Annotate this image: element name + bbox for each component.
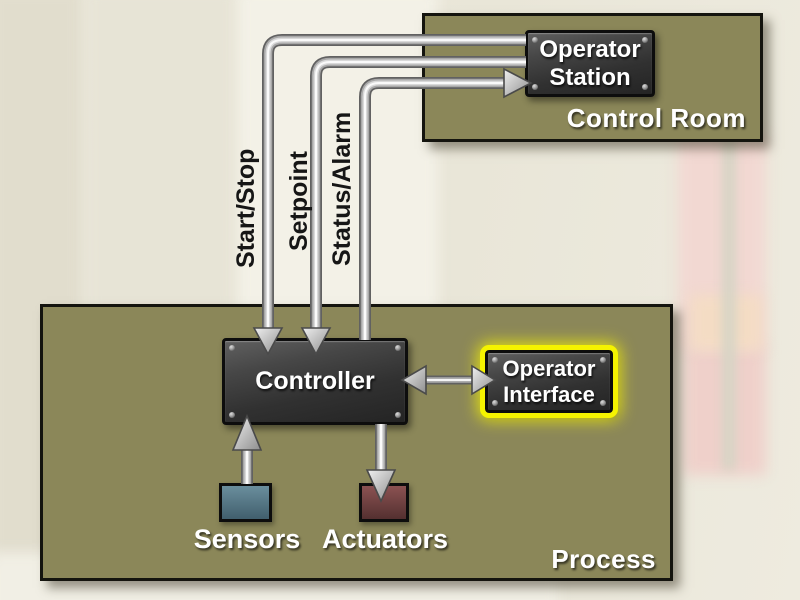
screw-icon [492, 357, 498, 363]
process-label: Process [551, 544, 656, 574]
screw-icon [395, 345, 401, 351]
signal-label-setpoint: Setpoint [285, 151, 313, 251]
operator-station-node: Operator Station [525, 30, 655, 97]
operator-interface-label-line2: Interface [503, 381, 595, 407]
controller-node: Controller [222, 338, 408, 425]
screw-icon [600, 400, 606, 406]
signal-label-start-stop: Start/Stop [232, 148, 260, 268]
screw-icon [229, 412, 235, 418]
screw-icon [532, 37, 538, 43]
screw-icon [395, 412, 401, 418]
screw-icon [642, 37, 648, 43]
control-room-label: Control Room [566, 103, 746, 133]
screw-icon [492, 400, 498, 406]
actuators-box [359, 483, 409, 522]
operator-interface-label-line1: Operator [502, 356, 596, 382]
operator-interface-node-highlighted[interactable]: Operator Interface [480, 345, 618, 418]
controller-label: Controller [255, 367, 375, 396]
signal-label-status-alarm: Status/Alarm [328, 111, 356, 266]
screw-icon [600, 357, 606, 363]
sensors-box [219, 483, 272, 522]
actuators-label: Actuators [321, 524, 449, 554]
screw-icon [532, 84, 538, 90]
operator-station-label-line2: Station [549, 63, 631, 91]
screw-icon [229, 345, 235, 351]
screw-icon [642, 84, 648, 90]
operator-station-label-line1: Operator [539, 35, 641, 63]
sensors-label: Sensors [193, 524, 301, 554]
